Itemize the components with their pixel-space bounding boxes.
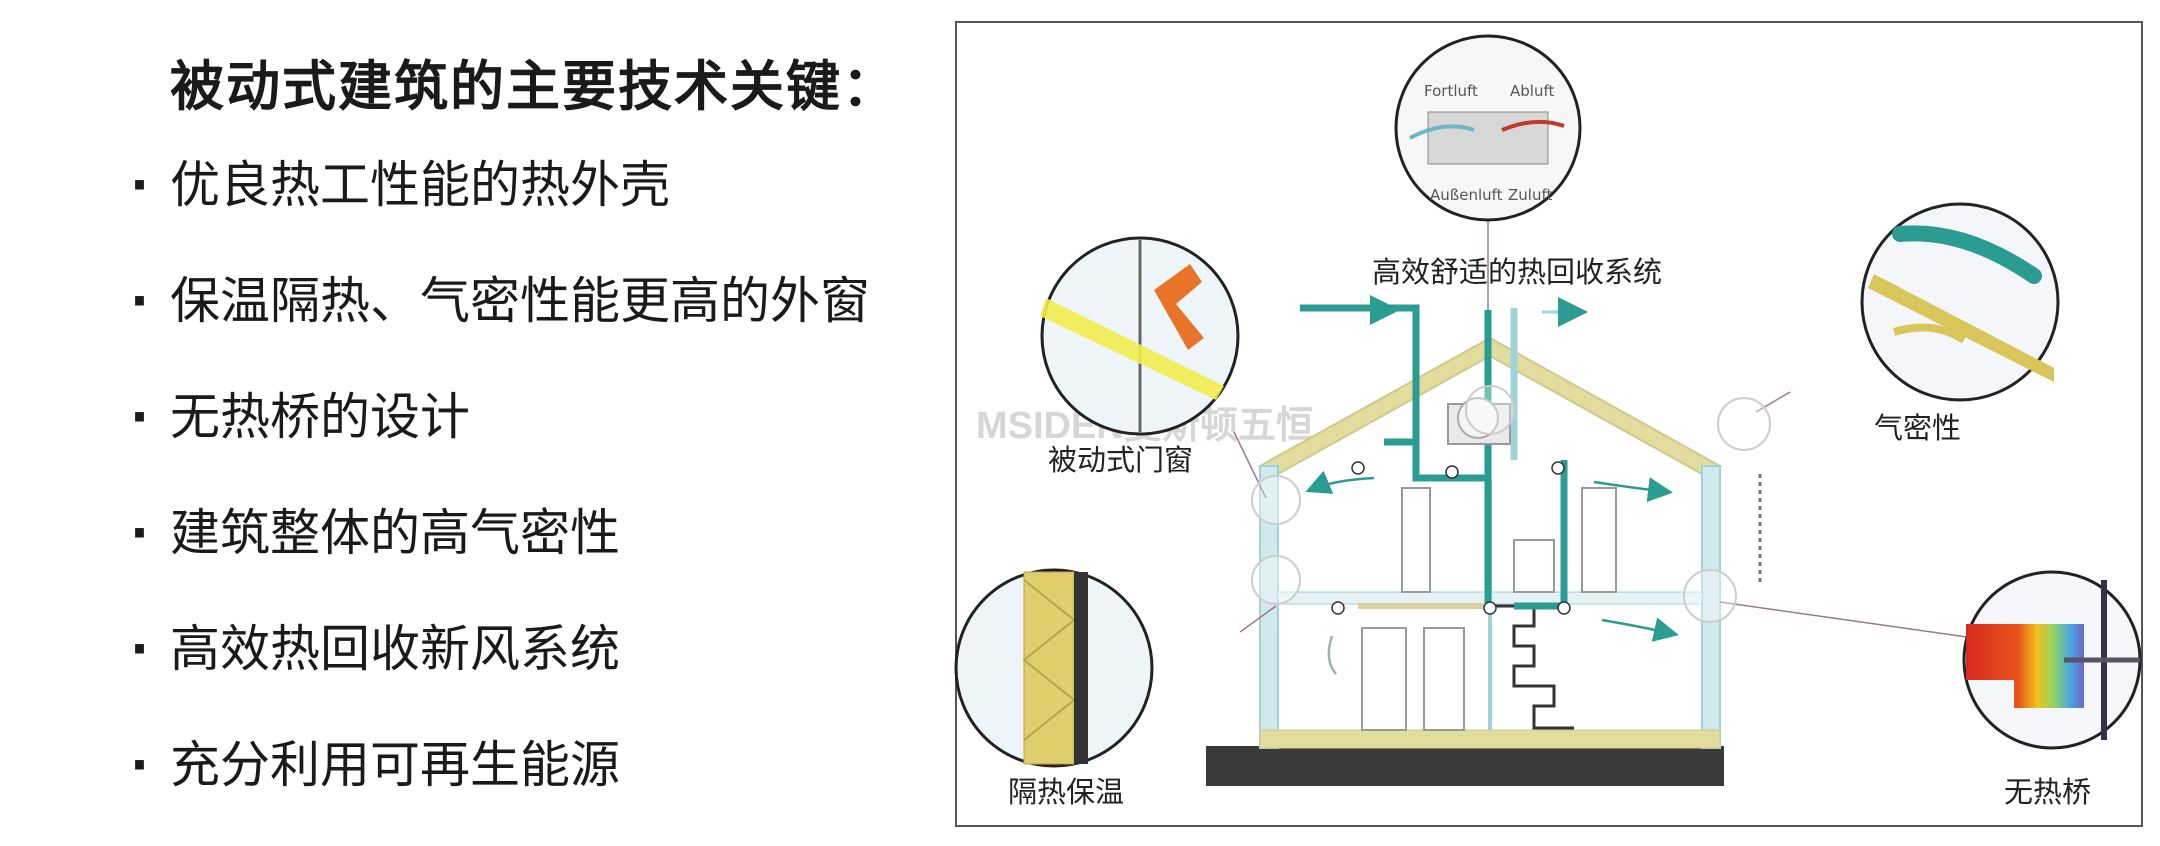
diffuser-icon xyxy=(1331,601,1345,615)
unit-label: Fortluft xyxy=(1424,82,1478,100)
duct-branch xyxy=(1412,442,1488,482)
bullet-dot: · xyxy=(130,388,149,446)
ground-floor-slab xyxy=(1259,729,1721,749)
sun-ray-icon xyxy=(1040,298,1224,400)
callout-passive-window xyxy=(1040,236,1240,436)
list-item: · 保温隔热、气密性能更高的外窗 xyxy=(130,266,870,382)
unit-label: Abluft xyxy=(1510,82,1554,100)
leader-line xyxy=(1233,431,1267,499)
insulation-layer-icon xyxy=(1023,571,1075,765)
heat-arrow-icon xyxy=(1154,264,1204,350)
detail-marker xyxy=(1465,385,1515,435)
bullet-dot: · xyxy=(130,272,149,330)
detail-marker xyxy=(1251,475,1301,525)
airflow-arrow xyxy=(1305,470,1375,494)
door-upper xyxy=(1401,487,1431,593)
list-item-text: 无热桥的设计 xyxy=(170,388,470,446)
diffuser-icon xyxy=(1445,465,1459,479)
diffuser-icon xyxy=(1351,461,1365,475)
insulation-pattern-icon xyxy=(1022,579,1076,741)
diffuser-icon xyxy=(1551,461,1565,475)
leader-line xyxy=(1719,601,1975,639)
detail-marker xyxy=(1717,397,1771,451)
thermal-image-icon xyxy=(1966,624,2084,708)
air-flow-icon xyxy=(1892,225,2042,284)
callout-heat-recovery: Fortluft Abluft Außenluft Zuluft xyxy=(1394,34,1582,222)
ground-slab xyxy=(1206,746,1724,786)
list-item: · 无热桥的设计 xyxy=(130,382,870,498)
door-lower xyxy=(1361,627,1407,731)
door-lower-2 xyxy=(1423,627,1465,731)
duct-supply xyxy=(1300,304,1420,446)
unit-label: Außenluft xyxy=(1430,186,1503,204)
hrv-core-icon xyxy=(1427,111,1549,165)
wall-layer-icon xyxy=(1074,572,1088,764)
label-no-thermal-bridge: 无热桥 xyxy=(2004,775,2091,809)
key-tech-list: · 优良热工性能的热外壳 · 保温隔热、气密性能更高的外窗 · 无热桥的设计 · 建筑整… xyxy=(130,150,870,846)
bullet-dot: · xyxy=(130,736,149,794)
ventilation-ducts xyxy=(1300,304,1568,610)
detail-marker xyxy=(1251,555,1301,605)
cabinet xyxy=(1513,539,1555,593)
unit-label: Zuluft xyxy=(1508,186,1552,204)
callout-no-thermal-bridge xyxy=(1962,570,2142,750)
airflow-icon xyxy=(1409,124,1475,140)
label-passive-window: 被动式门窗 xyxy=(1048,443,1193,477)
callout-airtightness xyxy=(1860,202,2060,402)
list-item: · 充分利用可再生能源 xyxy=(130,730,870,846)
diffuser-icon xyxy=(1557,601,1571,615)
airflow-arrow xyxy=(1327,635,1337,675)
bullet-dot: · xyxy=(130,156,149,214)
list-item-text: 建筑整体的高气密性 xyxy=(170,504,620,562)
detail-marker xyxy=(1683,569,1737,623)
label-airtightness: 气密性 xyxy=(1874,411,1961,445)
bullet-dot: · xyxy=(130,504,149,562)
hrv-fan-icon xyxy=(1457,397,1499,439)
list-item: · 建筑整体的高气密性 xyxy=(130,498,870,614)
label-heat-recovery: 高效舒适的热回收系统 xyxy=(1372,255,1662,289)
list-item-text: 充分利用可再生能源 xyxy=(170,736,620,794)
staircase xyxy=(1494,604,1574,730)
list-item-text: 高效热回收新风系统 xyxy=(170,620,620,678)
list-item-text: 保温隔热、气密性能更高的外窗 xyxy=(170,272,870,330)
passive-house-diagram: MSIDEN曼斯顿五恒 xyxy=(954,21,2143,827)
list-item: · 高效热回收新风系统 xyxy=(130,614,870,730)
callout-insulation xyxy=(954,568,1154,768)
list-item-text: 优良热工性能的热外壳 xyxy=(170,156,670,214)
membrane-icon xyxy=(1868,274,2054,382)
air-flow-icon xyxy=(1892,323,1967,344)
leader-line xyxy=(1239,605,1277,633)
leader-line xyxy=(1755,391,1791,413)
airflow-icon xyxy=(1501,119,1565,132)
text-panel: 被动式建筑的主要技术关键： · 优良热工性能的热外壳 · 保温隔热、气密性能更高的外… xyxy=(0,0,940,844)
page-title: 被动式建筑的主要技术关键： xyxy=(170,55,898,118)
door-upper-right xyxy=(1581,487,1617,593)
airflow-arrow xyxy=(1593,477,1673,503)
label-insulation: 隔热保温 xyxy=(1008,775,1124,809)
list-item: · 优良热工性能的热外壳 xyxy=(130,150,870,266)
bullet-dot: · xyxy=(130,620,149,678)
airflow-arrow xyxy=(1601,617,1679,642)
diffuser-icon xyxy=(1483,601,1497,615)
